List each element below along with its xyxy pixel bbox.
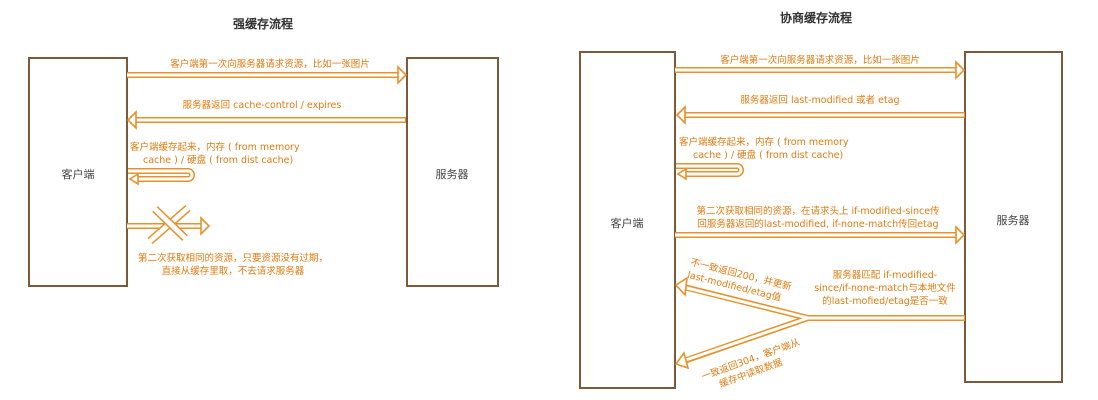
response-arrow (126, 110, 406, 130)
second-label-line2: 回服务器返回的last-modified, if-none-match传回eta… (697, 218, 938, 230)
status-200-arrowhead (674, 276, 688, 297)
request-arrow (675, 60, 966, 80)
store-label-line1: 客户端缓存起来，内存 ( from memory (130, 141, 300, 153)
server-box (406, 57, 499, 287)
self-cache-loop-arrow (128, 168, 195, 186)
strong-cache-diagram: 强缓存流程 客户端 服务器 客户端第一次向服务器请求资源，比如一张图片 服务器返… (28, 16, 499, 287)
second-label-line2: 直接从缓存里取，不去请求服务器 (162, 265, 305, 277)
response-label: 服务器返回 last-modified 或者 etag (740, 94, 899, 106)
request-label: 客户端第一次向服务器请求资源，比如一张图片 (170, 58, 370, 70)
branch-arrows (674, 276, 965, 370)
cross-icon (147, 204, 191, 245)
request-label: 客户端第一次向服务器请求资源，比如一张图片 (720, 54, 920, 66)
negotiated-cache-title: 协商缓存流程 (780, 10, 852, 25)
negotiated-cache-diagram: 协商缓存流程 客户端 服务器 客户端第一次向服务器请求资源，比如一张图片 服务器… (579, 10, 1063, 390)
client-label: 客户端 (611, 216, 644, 230)
client-box (579, 51, 676, 389)
store-label-line1: 客户端缓存起来，内存 ( from memory (679, 136, 849, 148)
strong-cache-title: 强缓存流程 (233, 16, 293, 31)
conditional-request-arrow (675, 225, 966, 245)
match-ok-label: 一致返回304，客户端从 缓存中读取数据 (700, 336, 802, 390)
response-label: 服务器返回 cache-control / expires (183, 99, 342, 111)
match-label-line3: 的last-mofied/etag是否一致 (822, 295, 948, 307)
store-label-line2: cache ) / 硬盘 ( from dist cache) (143, 154, 293, 166)
second-label-line1: 第二次获取相同的资源，只要资源没有过期， (138, 252, 328, 264)
server-label: 服务器 (436, 168, 469, 181)
match-label-line1: 服务器匹配 if-modified- (833, 269, 937, 281)
self-cache-loop-arrow (676, 163, 744, 181)
blocked-request-arrow (127, 204, 211, 245)
server-box (964, 51, 1063, 383)
status-304-arrowhead (674, 351, 690, 370)
match-label-line2: since/if-none-match与本地文件 (814, 282, 956, 294)
store-label-line2: cache ) / 硬盘 ( from dist cache) (693, 149, 843, 161)
response-arrow (675, 105, 965, 125)
client-box (28, 57, 128, 287)
client-label: 客户端 (62, 167, 95, 181)
request-arrow (127, 65, 408, 85)
second-label-line1: 第二次获取相同的资源，在请求头上 if-modified-since传 (696, 205, 940, 217)
server-label: 服务器 (997, 214, 1030, 227)
